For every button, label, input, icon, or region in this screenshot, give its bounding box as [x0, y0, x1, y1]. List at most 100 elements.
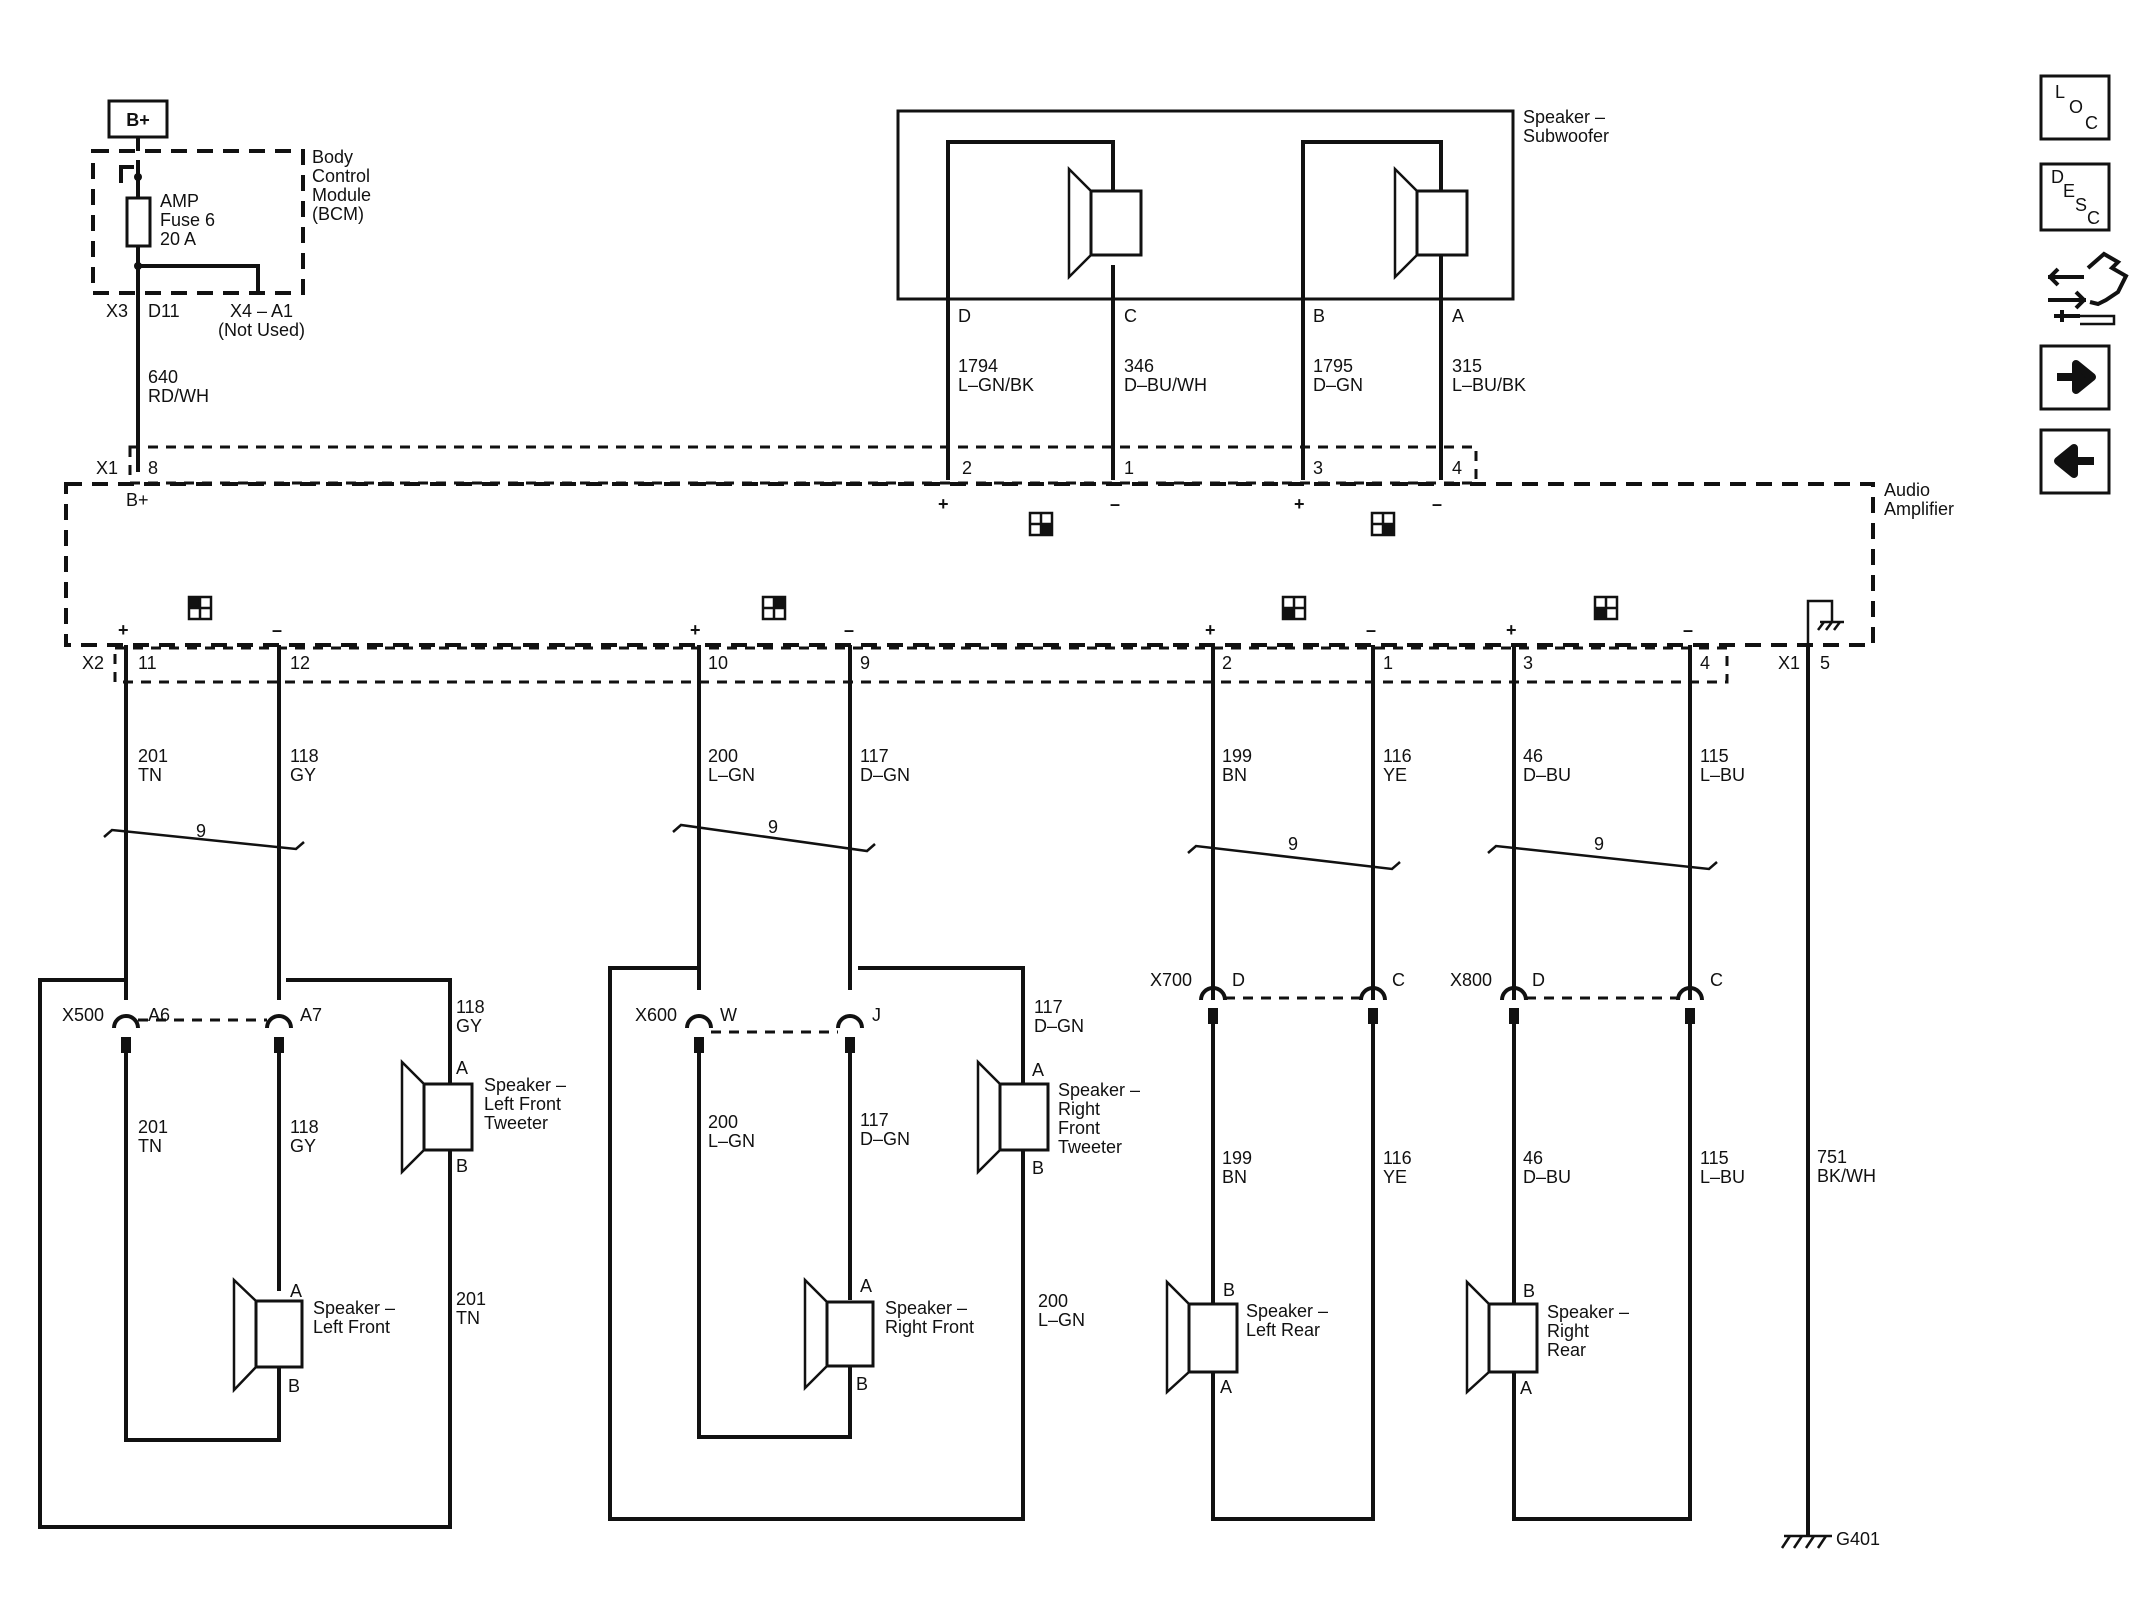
tweeter-right-front — [998, 1082, 1050, 1152]
speaker-lr-label-2: Left Rear — [1246, 1320, 1320, 1340]
wire-199-circuit: 199 — [1222, 746, 1252, 766]
wire-315-color: L–BU/BK — [1452, 375, 1526, 395]
inner-wire-199-color: BN — [1222, 1167, 1247, 1187]
tweeter-wire-118-color: GY — [456, 1016, 482, 1036]
pin-11: 11 — [138, 653, 157, 673]
return-wire-200-circuit: 200 — [1038, 1291, 1068, 1311]
tweeter-lf-label-2: Left Front — [484, 1094, 561, 1114]
pin-w: W — [720, 1005, 737, 1025]
pin-12: 12 — [290, 653, 310, 673]
speaker-left-front — [254, 1299, 304, 1369]
pin-3: 3 — [1523, 653, 1533, 673]
pin-a6: A6 — [148, 1005, 170, 1025]
subwoofer-label-2: Subwoofer — [1523, 126, 1609, 146]
tweeter-left-front — [422, 1082, 474, 1152]
ground-g401-label: G401 — [1836, 1529, 1880, 1549]
ch4-plus: + — [1506, 620, 1517, 640]
tweeter-rf-label-4: Tweeter — [1058, 1137, 1122, 1157]
spk-rr-pin-a: A — [1520, 1378, 1532, 1398]
tweeter-lf-pin-b: B — [456, 1156, 468, 1176]
sub-ch1-plus: + — [938, 494, 949, 514]
wire-118-circuit: 118 — [290, 746, 319, 766]
twisted-pair-mark — [103, 828, 305, 851]
wire-201-circuit: 201 — [138, 746, 168, 766]
inner-wire-116-color: YE — [1383, 1167, 1407, 1187]
wire-200-circuit: 200 — [708, 746, 738, 766]
speaker-rr-label-2: Right — [1547, 1321, 1589, 1341]
inner-wire-115-color: L–BU — [1700, 1167, 1745, 1187]
speaker-right-rear — [1487, 1302, 1539, 1374]
ground-section: 751 BK/WH G401 — [1780, 645, 1880, 1549]
ch2-minus: – — [844, 620, 854, 640]
fuse-label-amp: AMP — [160, 191, 199, 211]
sub-pin-d: D — [958, 306, 971, 326]
inner-wire-117-circuit: 117 — [860, 1110, 889, 1130]
inner-wire-46-color: D–BU — [1523, 1167, 1571, 1187]
wire-118-color: GY — [290, 765, 316, 785]
fuse-label-rating: 20 A — [160, 229, 196, 249]
inner-wire-46-circuit: 46 — [1523, 1148, 1543, 1168]
inner-wire-199-circuit: 199 — [1222, 1148, 1252, 1168]
subwoofer-coil-2 — [1415, 189, 1469, 257]
twisted-pair-mark — [1187, 844, 1401, 871]
connector-view-icon[interactable] — [2048, 251, 2129, 326]
amplifier-label-2: Amplifier — [1884, 499, 1954, 519]
previous-arrow-icon[interactable] — [2039, 428, 2111, 495]
pin-8-label: 8 — [148, 458, 158, 478]
inner-wire-118-color: GY — [290, 1136, 316, 1156]
wire-117-circuit: 117 — [860, 746, 889, 766]
desc-letter-c: C — [2087, 208, 2100, 228]
channel-left-front: 11 12 201 TN 118 GY 9 X500 A6 A7 201 TN … — [38, 645, 566, 1529]
next-arrow-icon[interactable] — [2039, 344, 2111, 411]
connector-x500: X500 — [62, 1005, 104, 1025]
tweeter-lf-pin-a: A — [456, 1058, 468, 1078]
wire-1794-circuit: 1794 — [958, 356, 998, 376]
speaker-rf-label: Speaker – — [885, 1298, 967, 1318]
twisted-pair-mark — [672, 823, 876, 853]
pin-j: J — [872, 1005, 881, 1025]
inner-wire-117-color: D–GN — [860, 1129, 910, 1149]
pin-x700-c: C — [1392, 970, 1405, 990]
right-front-enclosure — [608, 966, 1025, 1521]
desc-letter-s: S — [2075, 195, 2087, 215]
pin-a7: A7 — [300, 1005, 322, 1025]
left-front-enclosure — [38, 978, 452, 1529]
wire-115-circuit: 115 — [1700, 746, 1729, 766]
ch4-minus: – — [1683, 620, 1693, 640]
power-label: B+ — [126, 110, 150, 130]
pin-10: 10 — [708, 653, 728, 673]
spk-lr-pin-a: A — [1220, 1377, 1232, 1397]
wire-1795-circuit: 1795 — [1313, 356, 1353, 376]
twisted-pair-mark — [1487, 844, 1718, 871]
bcm-label: Body — [312, 147, 353, 167]
wire-116-color: YE — [1383, 765, 1407, 785]
tweeter-lf-label: Speaker – — [484, 1075, 566, 1095]
speaker-rr-label-3: Rear — [1547, 1340, 1586, 1360]
bcm-section: B+ AMP Fuse 6 20 A Body Control Module (… — [91, 99, 371, 472]
x1-connector-outline — [128, 445, 1478, 485]
sub-ch2-minus: – — [1432, 494, 1442, 514]
amplifier-boundary — [64, 482, 1875, 647]
wire-1795-color: D–GN — [1313, 375, 1363, 395]
conn-x4-label: X4 – A1 — [230, 301, 293, 321]
spk-lf-pin-b: B — [288, 1376, 300, 1396]
location-button[interactable]: L O C — [2039, 74, 2111, 141]
ch1-minus: – — [272, 620, 282, 640]
loc-letter-c: C — [2085, 113, 2098, 133]
inner-wire-116-circuit: 116 — [1383, 1148, 1412, 1168]
tweeter-wire-117-color: D–GN — [1034, 1016, 1084, 1036]
wire-117-color: D–GN — [860, 765, 910, 785]
bcm-label-4: (BCM) — [312, 204, 364, 224]
twist-label-2: 9 — [768, 817, 778, 837]
pin-d11-label: D11 — [148, 301, 180, 321]
tweeter-lf-label-3: Tweeter — [484, 1113, 548, 1133]
return-wire-200-color: L–GN — [1038, 1310, 1085, 1330]
return-wire-201-circuit: 201 — [456, 1289, 486, 1309]
sub-ch2-plus: + — [1294, 494, 1305, 514]
wire-346-color: D–BU/WH — [1124, 375, 1207, 395]
channel-left-rear: 2 1 199 BN 116 YE 9 X700 D C 199 BN 116 … — [1150, 645, 1412, 1521]
loc-letter-o: O — [2069, 97, 2083, 117]
pin-x800-d: D — [1532, 970, 1545, 990]
description-button[interactable]: D E S C — [2039, 162, 2111, 232]
